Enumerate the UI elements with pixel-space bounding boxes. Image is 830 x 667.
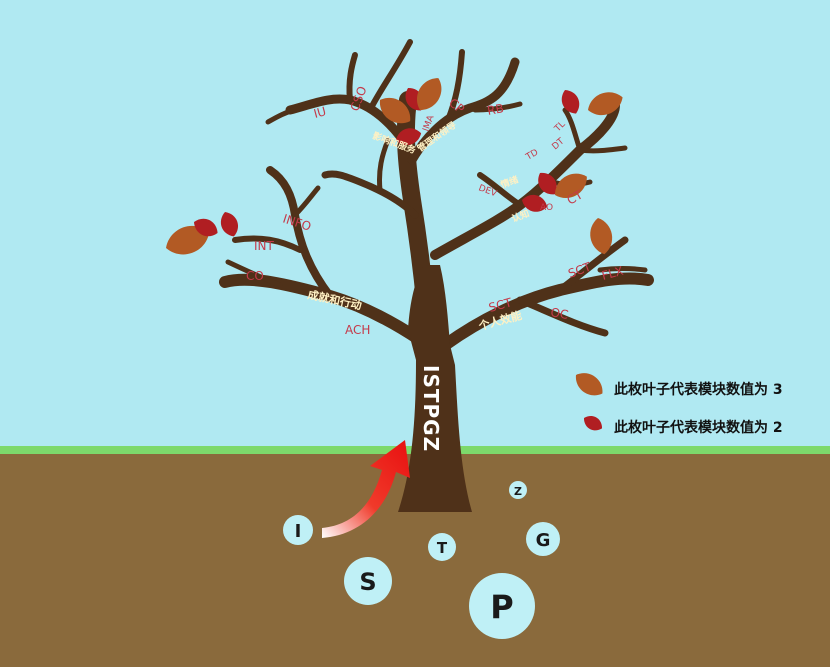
- label-ach: ACH: [345, 323, 370, 337]
- circle-t: [428, 533, 456, 561]
- label-rb: RB: [486, 101, 505, 118]
- tree-trunk: [398, 265, 472, 512]
- circle-p-label: P: [490, 588, 513, 626]
- growth-arrow: [322, 440, 410, 538]
- trunk-label: ISTPGZ: [419, 365, 443, 452]
- label-int: INT: [254, 239, 275, 253]
- label-oc: OC: [549, 305, 569, 322]
- tree-branches: [219, 39, 654, 369]
- legend: 此枚叶子代表模块数值为 3 此枚叶子代表模块数值为 2: [570, 367, 783, 436]
- circle-s: [344, 557, 392, 605]
- label-ao: AO: [540, 203, 553, 213]
- circle-g: [526, 522, 560, 556]
- circle-i-label: I: [295, 521, 302, 542]
- circle-s-label: S: [359, 568, 376, 596]
- circle-t-label: T: [437, 539, 448, 557]
- label-iu: IU: [312, 104, 328, 121]
- circle-g-label: G: [536, 530, 551, 551]
- circle-p: [469, 573, 535, 639]
- circle-z-label: Z: [514, 485, 522, 498]
- legend-small-leaf-text: 此枚叶子代表模块数值为 2: [614, 419, 783, 436]
- label-flx: FLX: [600, 264, 625, 283]
- label-sct-lower: SCT: [487, 295, 514, 315]
- legend-big-leaf-text: 此枚叶子代表模块数值为 3: [614, 381, 783, 398]
- label-co: CO: [246, 269, 264, 283]
- circle-z: [509, 481, 527, 499]
- circle-i: [283, 515, 313, 545]
- root-circles: I S T P G Z: [283, 481, 560, 639]
